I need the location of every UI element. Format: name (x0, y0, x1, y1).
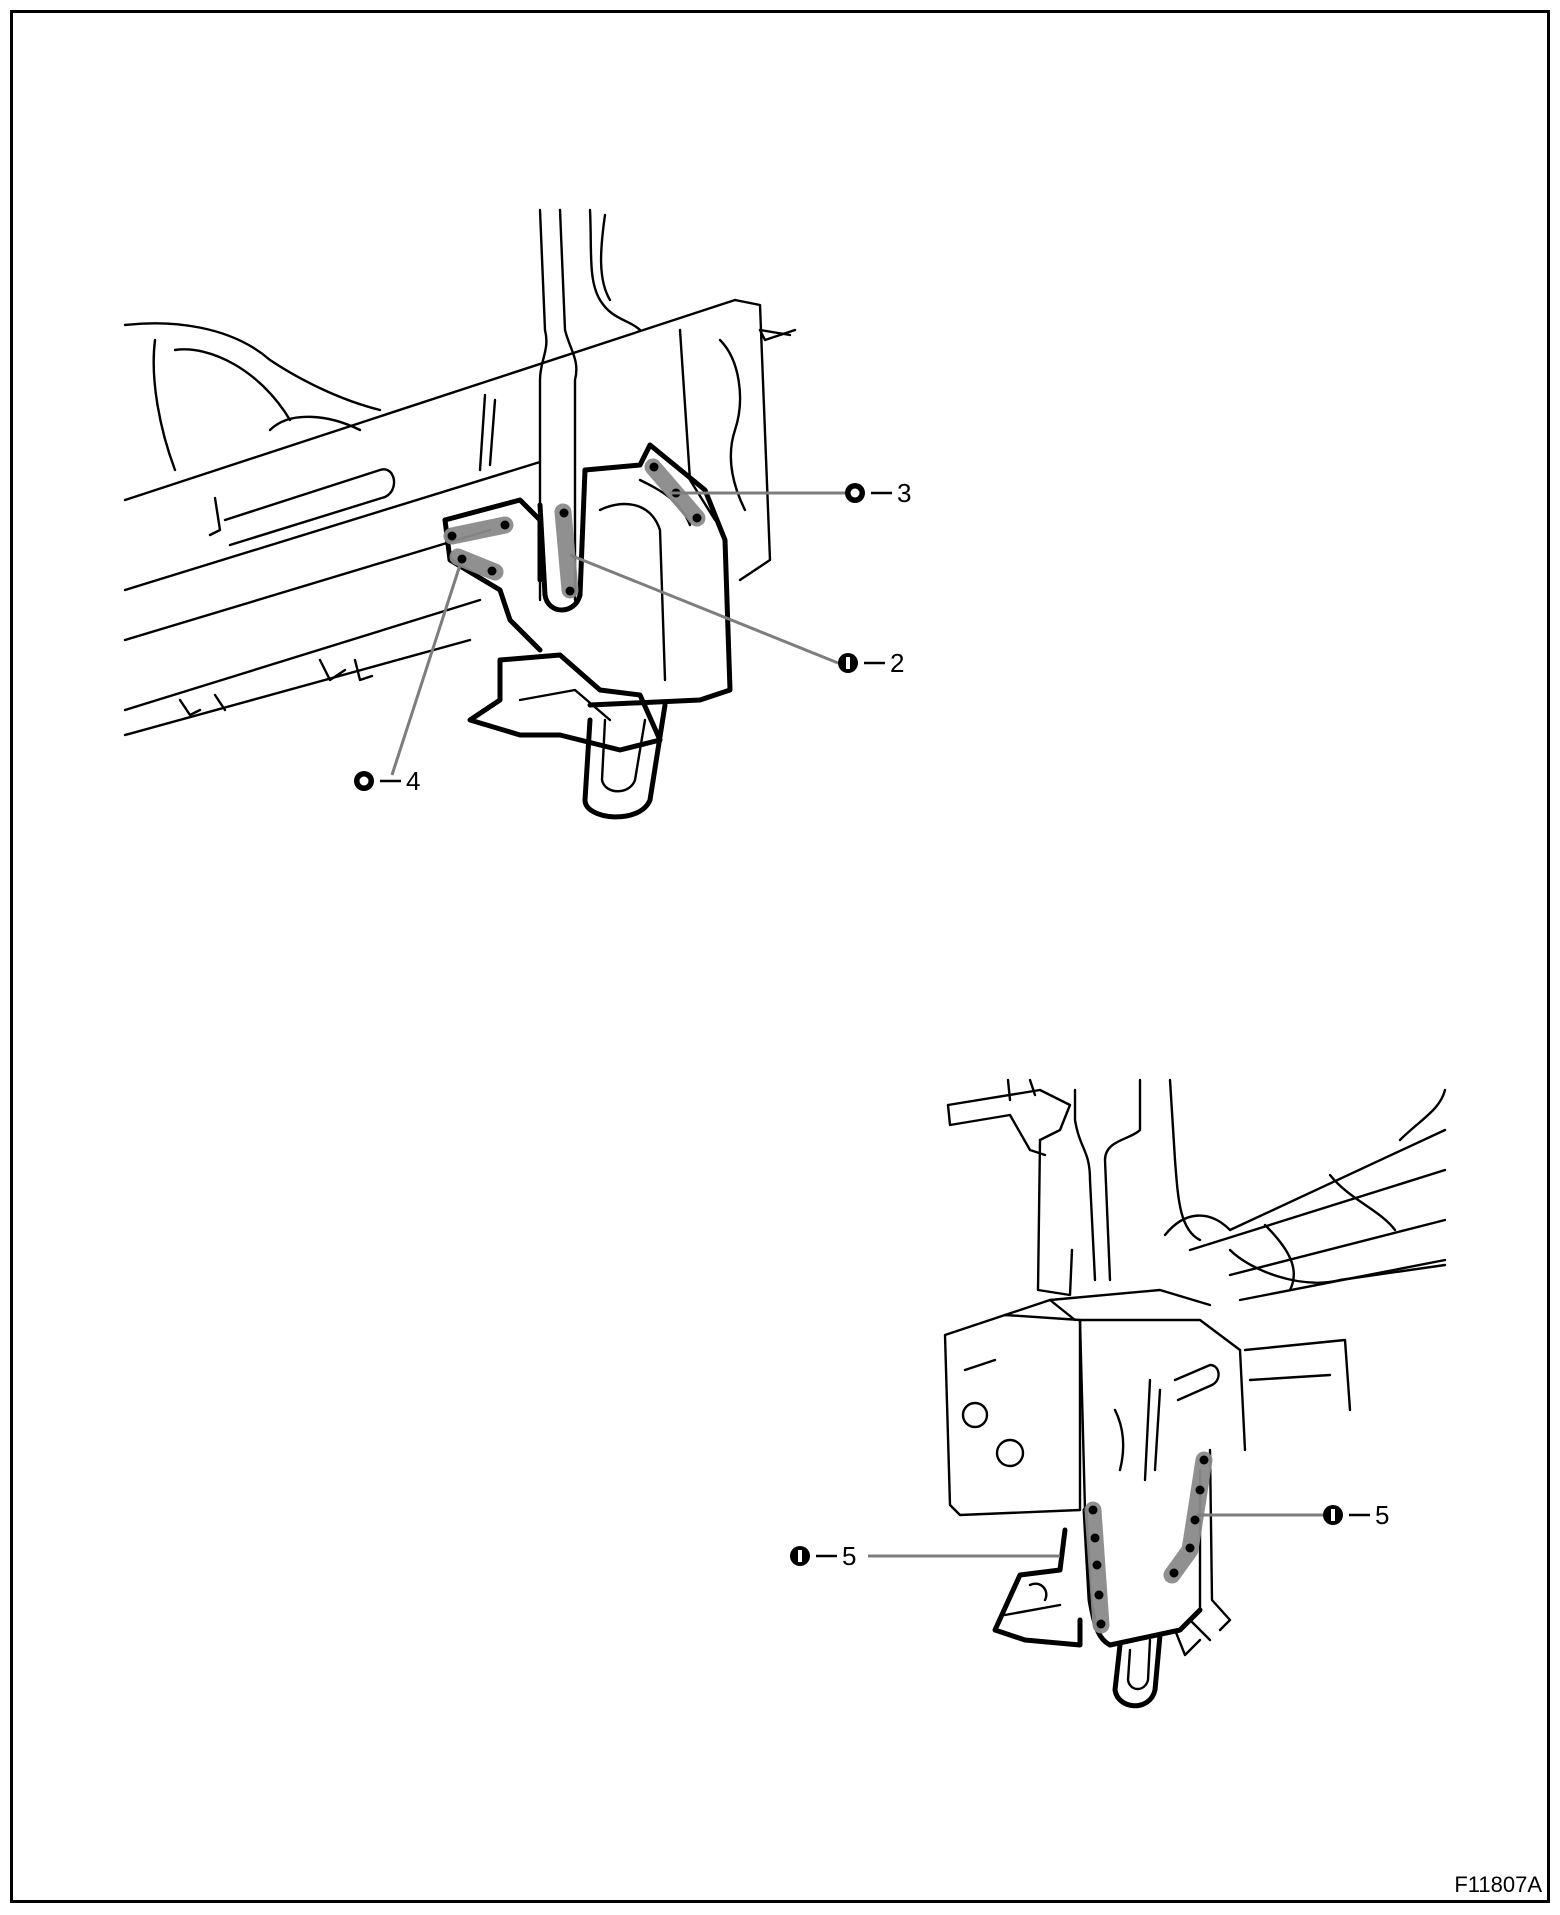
callout-2: 2 (569, 553, 904, 678)
callout-number: 3 (897, 478, 911, 508)
callout-5-left: 5 (790, 1541, 1060, 1571)
callout-3: 3 (670, 478, 911, 508)
callout-number: 4 (406, 766, 420, 796)
callout-5-right: 5 (1197, 1500, 1389, 1530)
bottom-illustration (943, 1078, 1447, 1709)
top-illustration (123, 208, 797, 820)
callout-4: 4 (354, 564, 462, 796)
callout-number: 2 (890, 648, 904, 678)
diagram-frame (10, 10, 1550, 1903)
figure-code: F11807A (1454, 1872, 1542, 1897)
callout-number: 5 (842, 1541, 856, 1571)
callout-number: 5 (1375, 1500, 1389, 1530)
